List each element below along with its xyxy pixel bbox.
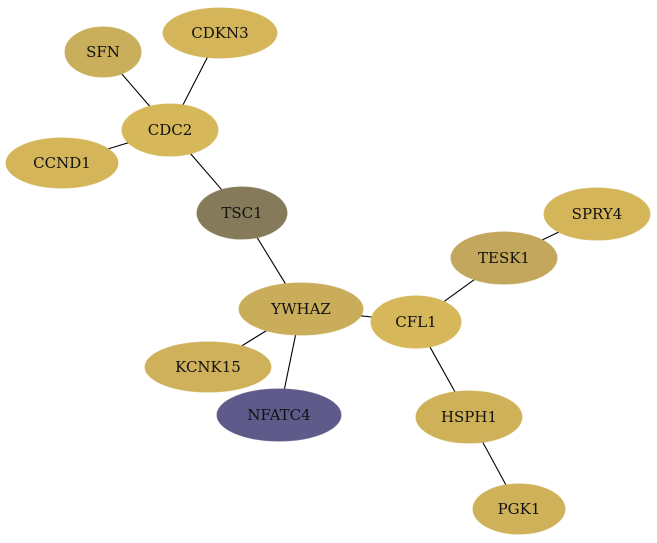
edge-cfl1-hsph1 [429,346,456,393]
edge-ywhaz-cfl1 [360,315,372,318]
node-label: CDC2 [148,121,193,139]
node-shape [144,341,272,393]
node-shape [121,103,219,157]
node-shape [216,388,342,442]
edge-tesk1-spry4 [541,231,560,241]
edge-ywhaz-kcnk15 [241,330,267,347]
node-sfn[interactable]: SFN [64,26,142,78]
edge-cdc2-tsc1 [189,153,223,191]
edge-ywhaz-nfatc4 [283,334,297,390]
edge-hsph1-pgk1 [482,441,507,486]
node-shape [238,282,364,336]
node-label: SPRY4 [572,205,623,223]
node-spry4[interactable]: SPRY4 [543,187,651,241]
node-shape [450,231,558,285]
node-label: KCNK15 [175,358,241,376]
node-ccnd1[interactable]: CCND1 [5,137,119,189]
node-shape [370,295,462,349]
node-nfatc4[interactable]: NFATC4 [216,388,342,442]
node-shape [196,186,288,240]
node-shape [5,137,119,189]
node-cfl1[interactable]: CFL1 [370,295,462,349]
node-label: YWHAZ [270,300,331,318]
edges-layer [108,57,560,486]
node-label: CDKN3 [191,24,248,42]
node-cdkn3[interactable]: CDKN3 [162,7,278,59]
node-shape [162,7,278,59]
node-label: TESK1 [478,249,530,267]
edge-cfl1-tesk1 [443,279,475,303]
node-cdc2[interactable]: CDC2 [121,103,219,157]
node-pgk1[interactable]: PGK1 [472,483,566,535]
edge-sfn-cdc2 [121,73,151,107]
node-hsph1[interactable]: HSPH1 [415,390,523,444]
node-shape [64,26,142,78]
node-label: HSPH1 [441,408,497,426]
node-label: CFL1 [395,313,436,331]
node-label: SFN [86,43,120,61]
node-shape [543,187,651,241]
node-label: NFATC4 [247,406,310,424]
node-tesk1[interactable]: TESK1 [450,231,558,285]
node-label: TSC1 [221,204,262,222]
node-tsc1[interactable]: TSC1 [196,186,288,240]
node-kcnk15[interactable]: KCNK15 [144,341,272,393]
node-shape [472,483,566,535]
node-shape [415,390,523,444]
node-ywhaz[interactable]: YWHAZ [238,282,364,336]
edge-ccnd1-cdc2 [108,142,129,150]
edge-tsc1-ywhaz [256,237,286,285]
node-label: CCND1 [33,154,91,172]
node-label: PGK1 [498,500,541,518]
edge-cdkn3-cdc2 [182,57,208,106]
